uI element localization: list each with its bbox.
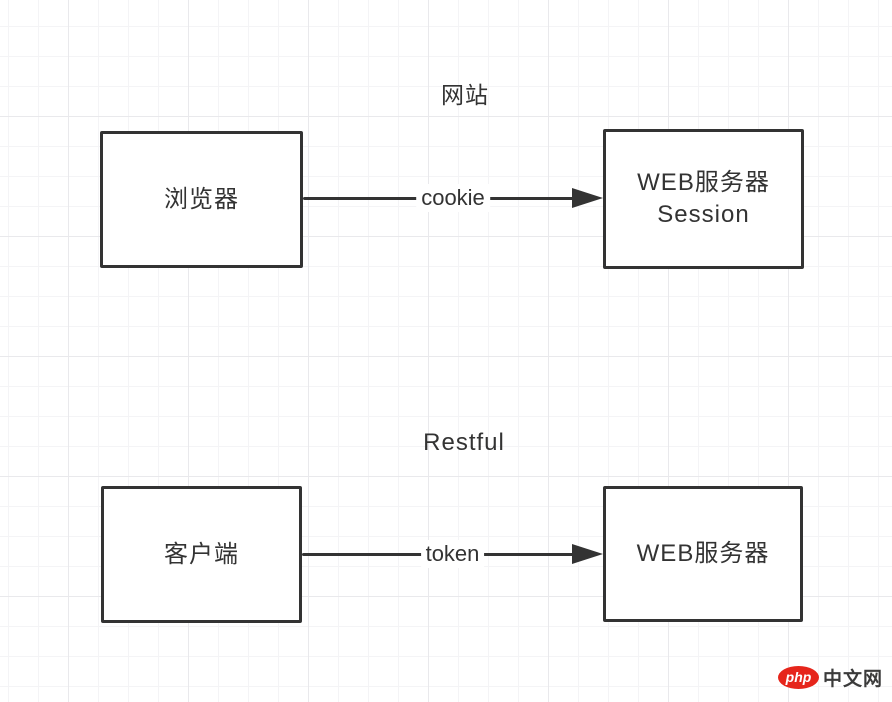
- node-client: 客户端: [101, 486, 302, 623]
- php-logo-text: php: [785, 668, 812, 685]
- node-client-label: 客户端: [164, 540, 239, 568]
- edge-cookie-label: cookie: [416, 184, 490, 212]
- node-web-server-label: WEB服务器: [636, 540, 770, 567]
- flow-title-restful: Restful: [423, 429, 505, 456]
- node-web-server: WEB服务器: [603, 486, 803, 622]
- node-web-server-session: WEB服务器 Session: [603, 129, 804, 269]
- edge-token-label: token: [420, 540, 485, 568]
- node-browser-label: 浏览器: [164, 185, 239, 213]
- flow-title-website: 网站: [441, 82, 489, 108]
- node-web-server-session-line1: WEB服务器: [637, 169, 770, 196]
- node-web-server-session-line2: Session: [657, 201, 750, 228]
- node-browser: 浏览器: [100, 131, 303, 268]
- watermark: php 中文网: [777, 664, 883, 691]
- arrowhead-icon: [572, 188, 603, 208]
- watermark-site-name: 中文网: [822, 669, 883, 690]
- arrowhead-icon: [572, 544, 603, 564]
- php-logo-icon: php: [777, 666, 819, 689]
